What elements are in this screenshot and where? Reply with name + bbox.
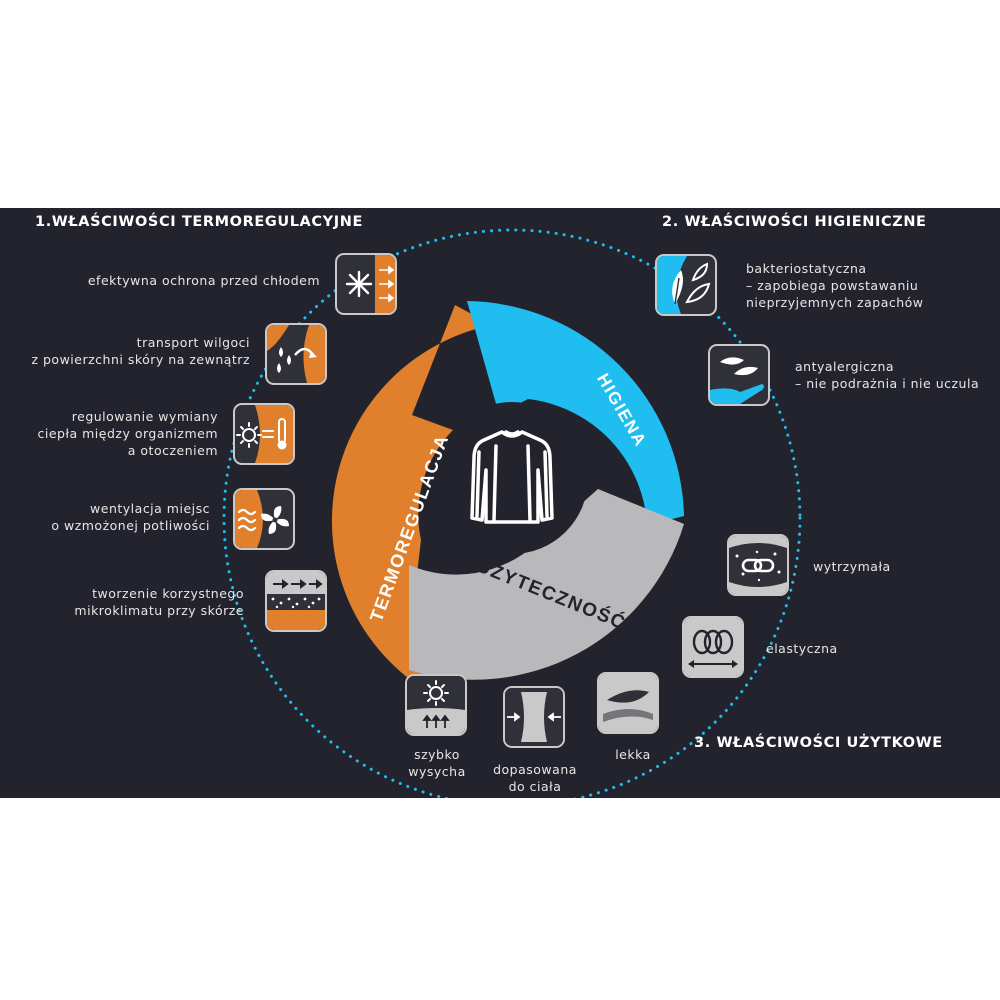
uzyt-feature-5-label: szybko wysycha: [408, 747, 466, 779]
fitted-body-icon: [503, 686, 565, 748]
termo-feature-5-label: tworzenie korzystnego mikroklimatu przy …: [74, 586, 244, 618]
leaves-icon: [655, 254, 717, 316]
microclimate-icon: [265, 570, 327, 632]
snowflake-icon: [335, 253, 397, 315]
termo-feature-4-label: wentylacja miejsc o wzmożonej potliwości: [51, 501, 210, 533]
termo-feature-1-label: efektywna ochrona przed chłodem: [87, 273, 320, 288]
coil-stretch-icon: [682, 616, 744, 678]
segment-uzyt: [409, 489, 684, 680]
properties-diagram: TERMOREGULACJA HIGIENA UŻYTECZNOŚĆ: [222, 228, 802, 798]
dotted-ring: [222, 228, 802, 798]
heading-thermoregulation: 1.WŁAŚCIWOŚCI TERMOREGULACYJNE: [35, 214, 363, 230]
termo-feature-3-label: regulowanie wymiany ciepła między organi…: [37, 409, 218, 458]
chain-link-icon: [727, 534, 789, 596]
fan-icon: [233, 488, 295, 550]
feather-light-icon: [597, 672, 659, 734]
moisture-drops-icon: [265, 323, 327, 385]
thermal-shirt-icon: [470, 430, 554, 524]
hig-feature-2-label: antyalergiczna – nie podrażnia i nie ucz…: [795, 359, 980, 391]
segment-termo: [331, 305, 492, 697]
heading-utility: 3. WŁAŚCIWOŚCI UŻYTKOWE: [694, 735, 943, 751]
uzyt-feature-1-label: wytrzymała: [813, 559, 891, 574]
segment-hig: [467, 301, 684, 524]
feather-hand-icon: [708, 344, 770, 406]
infographic-panel: TERMOREGULACJA HIGIENA UŻYTECZNOŚĆ 1.WŁA…: [0, 208, 1000, 798]
uzyt-feature-2-label: elastyczna: [766, 641, 838, 656]
sun-thermometer-icon: [233, 403, 295, 465]
sun-dry-icon: [405, 674, 467, 736]
termo-feature-2-label: transport wilgoci z powierzchni skóry na…: [31, 335, 250, 367]
uzyt-feature-4-label: dopasowana do ciała: [493, 762, 577, 794]
heading-hygiene: 2. WŁAŚCIWOŚCI HIGIENICZNE: [662, 214, 927, 230]
uzyt-feature-3-label: lekka: [615, 747, 651, 762]
hig-feature-1-label: bakteriostatyczna – zapobiega powstawani…: [746, 261, 924, 310]
